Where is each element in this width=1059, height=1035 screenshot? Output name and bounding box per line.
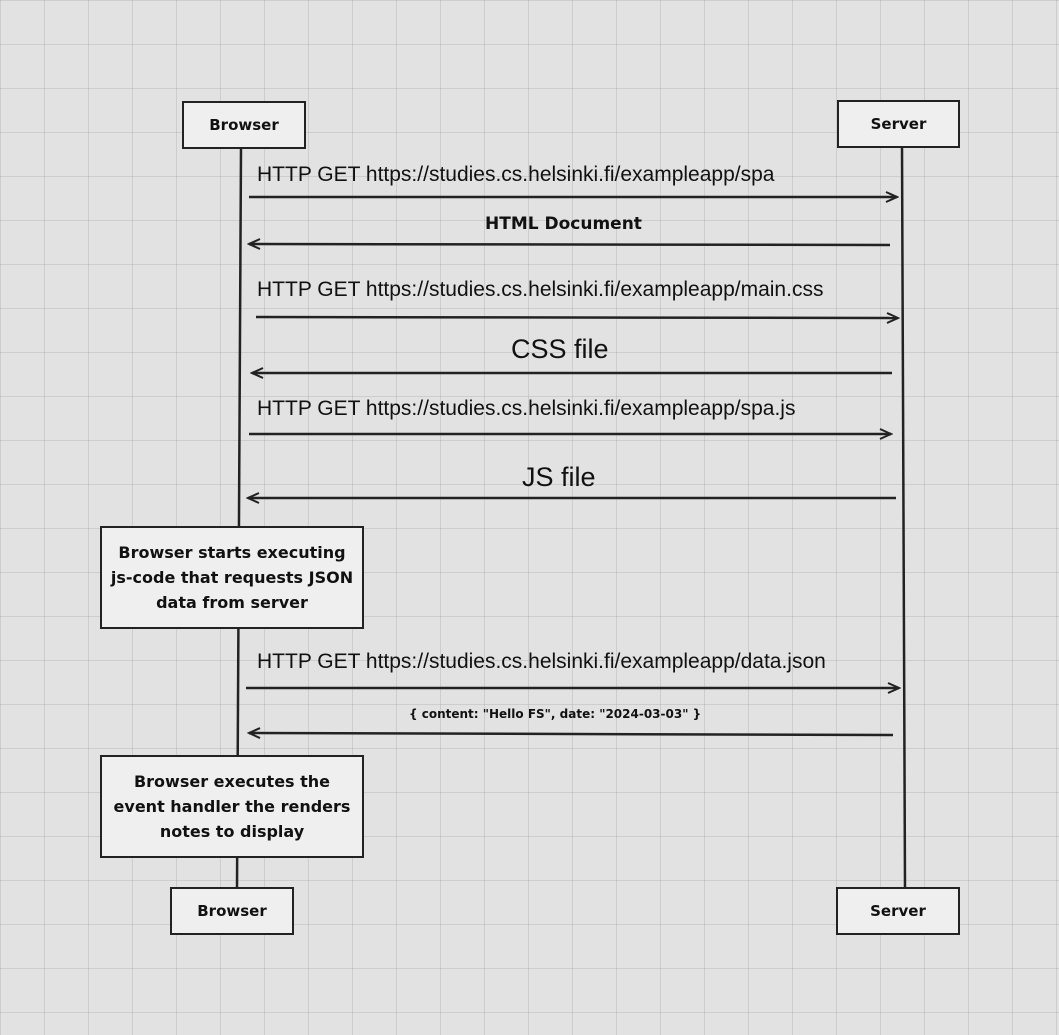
server-lifeline	[900, 146, 907, 889]
message-label-get-spa-js: HTTP GET https://studies.cs.helsinki.fi/…	[257, 397, 796, 420]
message-label-get-main-css: HTTP GET https://studies.cs.helsinki.fi/…	[257, 278, 824, 301]
arrow-json-response	[249, 733, 894, 735]
note-browser-starts-executing: Browser starts executing js-code that re…	[100, 526, 364, 629]
arrow-get-main-css	[255, 317, 898, 318]
message-label-get-data-json: HTTP GET https://studies.cs.helsinki.fi/…	[257, 650, 826, 673]
participant-server-bottom: Server	[836, 887, 960, 935]
message-label-css-file: CSS file	[511, 334, 609, 364]
arrow-html-document	[249, 244, 891, 245]
participant-server-top: Server	[837, 100, 960, 148]
message-label-js-file: JS file	[522, 462, 596, 492]
message-label-json-response: { content: "Hello FS", date: "2024-03-03…	[409, 707, 702, 721]
participant-browser-bottom: Browser	[170, 887, 294, 935]
participant-browser-top: Browser	[182, 101, 306, 149]
message-label-get-spa: HTTP GET https://studies.cs.helsinki.fi/…	[257, 163, 775, 186]
note-browser-executes-handler: Browser executes the event handler the r…	[100, 755, 364, 858]
message-label-html-document: HTML Document	[485, 214, 642, 234]
